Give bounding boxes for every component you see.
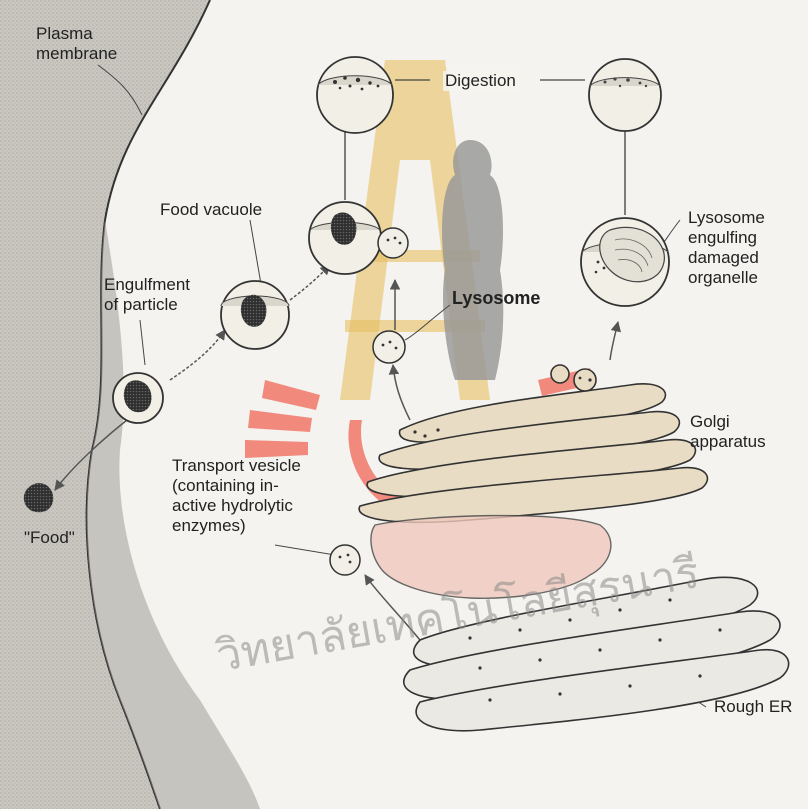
label-digestion: Digestion — [443, 71, 518, 91]
digestion-vesicle-right — [589, 59, 661, 131]
transport-vesicle — [330, 545, 360, 575]
label-food-vacuole: Food vacuole — [160, 200, 262, 220]
label-lysosome: Lysosome — [452, 288, 540, 308]
label-engulfment: Engulfment of particle — [104, 275, 190, 315]
food-vacuole — [221, 281, 289, 349]
lysosome-vesicle — [373, 331, 405, 363]
label-lysosome-engulfing: Lysosome engulfing damaged organelle — [688, 208, 765, 288]
label-transport-vesicle: Transport vesicle (containing in- active… — [172, 456, 301, 536]
engulfment-vesicle — [113, 373, 163, 423]
label-golgi: Golgi apparatus — [690, 412, 766, 452]
label-plasma-membrane: Plasma membrane — [36, 24, 117, 64]
digestion-vesicle-left — [317, 57, 393, 133]
label-food: "Food" — [24, 528, 75, 548]
label-rough-er: Rough ER — [714, 697, 792, 717]
golgi-apparatus — [359, 365, 707, 522]
lysosome-engulfing-organelle — [581, 218, 669, 306]
